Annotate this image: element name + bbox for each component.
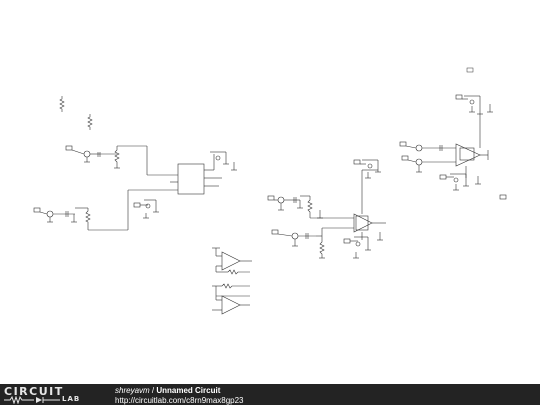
net-label-right-far (499, 194, 507, 200)
resistor-center-upper (300, 195, 354, 219)
resistor-center-lower (316, 227, 354, 259)
opamp-right (455, 143, 489, 178)
resistor-left-b (75, 189, 160, 231)
author-name[interactable]: shreyavm (115, 386, 150, 395)
summing-opamp-center (353, 169, 386, 233)
footer-bar: CIRCUIT LAB shreyavm / Unnamed Circuit h… (0, 384, 540, 405)
supply-left-lower (133, 199, 159, 219)
source-center-lower (271, 229, 316, 247)
multiplier-block (160, 163, 214, 195)
logo-wave-icon (4, 396, 60, 404)
source-center-upper (267, 195, 303, 211)
opamp-lower-1 (212, 247, 252, 275)
circuit-url[interactable]: http://circuitlab.com/c8rn9max8gp23 (115, 396, 244, 405)
circuitlab-logo: CIRCUIT LAB (4, 385, 100, 404)
circuit-meta: shreyavm / Unnamed Circuit http://circui… (115, 386, 244, 406)
input-source-a (65, 145, 117, 163)
title-separator: / (149, 386, 157, 395)
net-label-top-right (466, 67, 474, 73)
resistor-left-a (114, 145, 178, 176)
supply-center-top (353, 159, 381, 179)
supply-center-bottom (343, 232, 383, 259)
resistor-floating-2 (87, 114, 93, 130)
circuit-title[interactable]: Unnamed Circuit (156, 386, 221, 395)
source-right-upper (399, 141, 456, 152)
supply-right-top (455, 94, 493, 148)
opamp-lower-2 (212, 283, 250, 315)
logo-lab: LAB (62, 395, 81, 403)
circuit-schematic (33, 67, 507, 315)
source-right-lower (401, 155, 456, 173)
logo-word: CIRCUIT (4, 385, 64, 398)
resistor-floating-1 (59, 96, 65, 112)
decoupling-right-of-block (210, 151, 237, 187)
supply-right-bottom (439, 173, 481, 191)
input-source-b (33, 207, 77, 223)
